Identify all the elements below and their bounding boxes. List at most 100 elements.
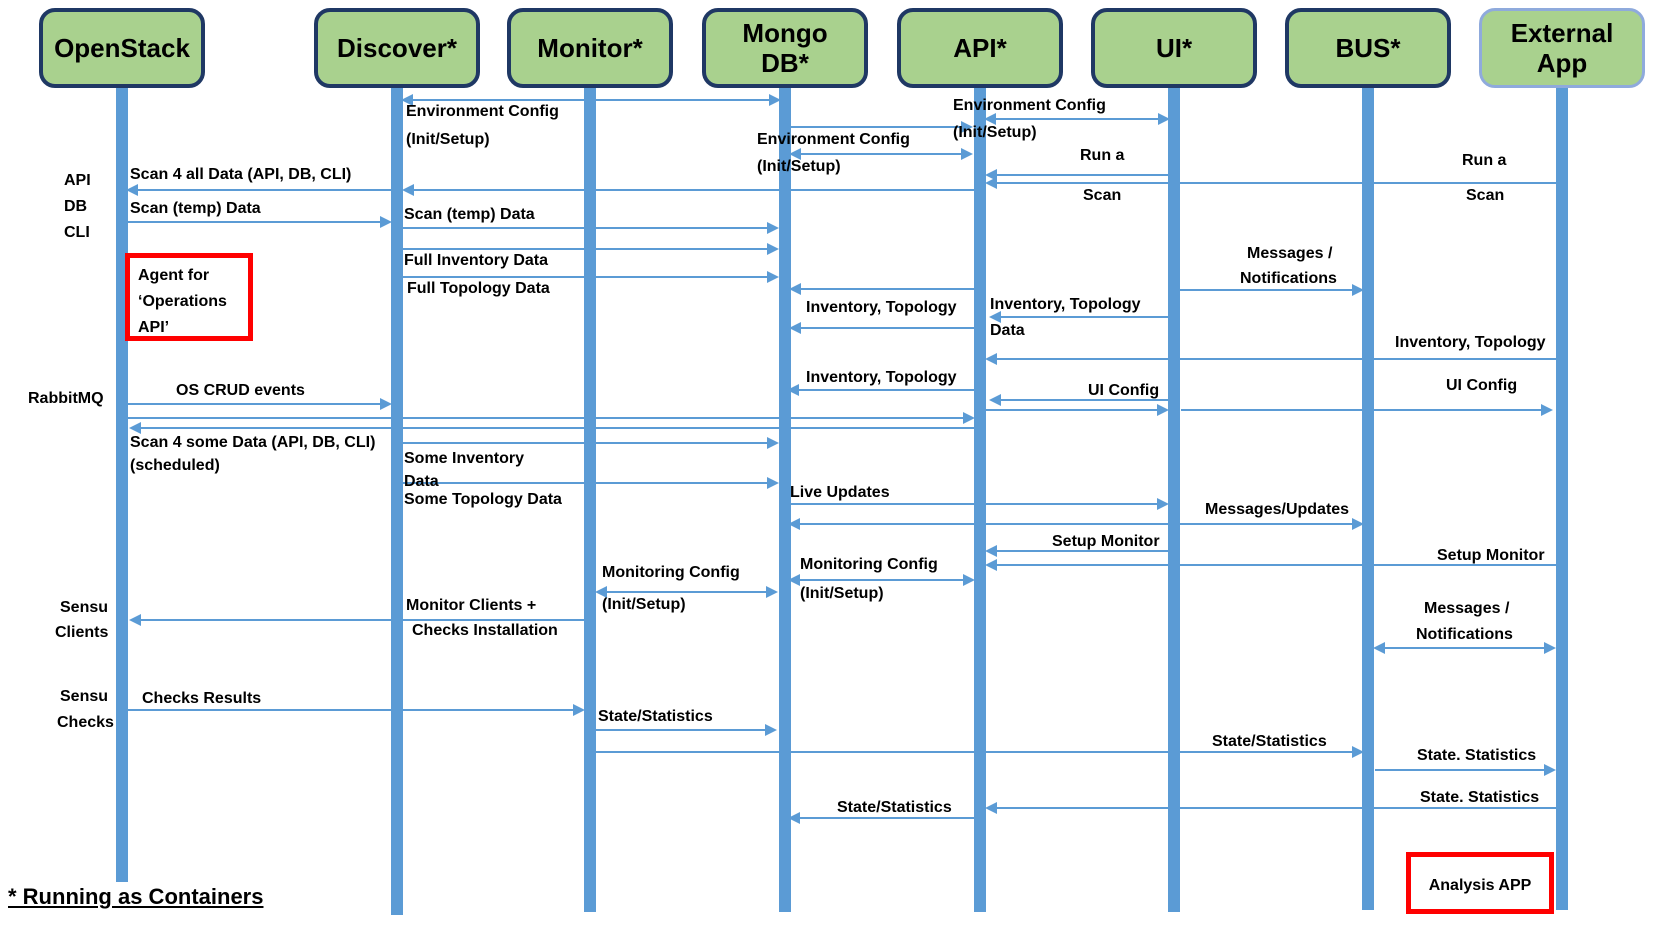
arrowhead-right — [380, 216, 392, 228]
arrowhead-right — [766, 586, 778, 598]
message-arrow — [986, 118, 1168, 120]
message-arrow — [125, 417, 973, 419]
message-label: Environment Config — [406, 103, 559, 120]
message-label: Monitoring Config — [602, 564, 740, 581]
message-label: (Init/Setup) — [406, 131, 490, 148]
message-arrow — [789, 389, 974, 391]
message-arrow — [790, 523, 1362, 525]
message-arrow — [596, 729, 775, 731]
message-label: Some Topology Data — [404, 491, 562, 508]
message-label: (Init/Setup) — [800, 585, 884, 602]
arrowhead-right — [1157, 498, 1169, 510]
arrowhead-left — [989, 311, 1001, 323]
message-label: DB — [64, 198, 88, 215]
message-label: State/Statistics — [598, 708, 713, 725]
message-label: Some Inventory — [404, 450, 525, 467]
message-label: (Init/Setup) — [757, 158, 841, 175]
message-label: Checks — [57, 714, 114, 731]
actor-monitor: Monitor* — [507, 8, 673, 88]
message-label: Messages/Updates — [1205, 501, 1350, 518]
arrowhead-right — [961, 121, 973, 133]
arrowhead-right — [767, 477, 779, 489]
arrowhead-right — [1352, 746, 1364, 758]
message-label: Inventory, Topology — [1395, 334, 1546, 351]
arrowhead-left — [788, 574, 800, 586]
actor-discover: Discover* — [314, 8, 480, 88]
message-label: Messages / — [1424, 600, 1510, 617]
message-label: Messages / — [1247, 245, 1333, 262]
message-arrow — [987, 807, 1556, 809]
message-arrow — [596, 751, 1362, 753]
message-label: Scan (temp) Data — [404, 206, 535, 223]
message-label: Live Updates — [790, 484, 890, 501]
arrowhead-left — [129, 422, 141, 434]
message-label: (Init/Setup) — [953, 124, 1037, 141]
lifeline-discover — [391, 86, 403, 915]
message-label: Clients — [55, 624, 109, 641]
message-arrow — [128, 709, 583, 711]
message-label: Setup Monitor — [1052, 533, 1160, 550]
lifeline-bus — [1362, 86, 1374, 910]
message-label: Full Topology Data — [407, 280, 550, 297]
arrowhead-right — [765, 724, 777, 736]
arrowhead-left — [989, 394, 1001, 406]
arrowhead-right — [769, 94, 781, 106]
arrowhead-right — [1352, 284, 1364, 296]
message-arrow — [404, 189, 974, 191]
actor-mongo-db: Mongo DB* — [702, 8, 868, 88]
message-label: Inventory, Topology — [806, 369, 957, 386]
message-arrow — [991, 399, 1168, 401]
arrowhead-left — [789, 283, 801, 295]
arrowhead-right — [963, 412, 975, 424]
message-arrow — [128, 189, 391, 191]
message-arrow — [791, 126, 971, 128]
arrowhead-left — [595, 586, 607, 598]
arrowhead-right — [767, 243, 779, 255]
message-label: Monitoring Config — [800, 556, 938, 573]
message-label: Environment Config — [757, 131, 910, 148]
message-label: Full Inventory Data — [404, 252, 549, 269]
lifeline-external-app — [1556, 86, 1568, 910]
message-arrow — [403, 276, 777, 278]
message-label: Notifications — [1416, 626, 1513, 643]
message-label: Data — [990, 322, 1025, 339]
actor-bus: BUS* — [1285, 8, 1451, 88]
arrowhead-left — [985, 559, 997, 571]
actor-external-app: External App — [1479, 8, 1645, 88]
actor-api: API* — [897, 8, 1063, 88]
message-arrow — [790, 817, 974, 819]
arrowhead-right — [767, 437, 779, 449]
message-label: Checks Installation — [412, 622, 558, 639]
message-arrow — [987, 358, 1556, 360]
red-box-analysis-app: Analysis APP — [1406, 852, 1554, 914]
message-label: Scan — [1466, 187, 1505, 204]
message-arrow — [403, 248, 777, 250]
message-arrow — [991, 316, 1168, 318]
message-label: State/Statistics — [837, 799, 952, 816]
actor-openstack: OpenStack — [39, 8, 205, 88]
message-label: Monitor Clients + — [406, 597, 537, 614]
message-arrow — [1375, 647, 1554, 649]
arrowhead-right — [1158, 113, 1170, 125]
lifeline-api — [974, 86, 986, 912]
message-arrow — [128, 403, 390, 405]
arrowhead-left — [1373, 642, 1385, 654]
message-label: Setup Monitor — [1437, 547, 1545, 564]
message-label: API — [64, 172, 91, 189]
arrowhead-left — [985, 545, 997, 557]
arrowhead-left — [129, 614, 141, 626]
arrowhead-right — [1544, 642, 1556, 654]
message-label: UI Config — [1446, 377, 1518, 394]
arrowhead-right — [380, 398, 392, 410]
arrowhead-right — [767, 222, 779, 234]
message-label: (scheduled) — [130, 457, 220, 474]
lifeline-openstack — [116, 86, 128, 882]
message-arrow — [987, 550, 1168, 552]
lifeline-mongo-db — [779, 86, 791, 912]
arrowhead-left — [401, 94, 413, 106]
message-label: Scan 4 some Data (API, DB, CLI) — [130, 434, 376, 451]
message-label: CLI — [64, 224, 90, 241]
message-arrow — [403, 99, 779, 101]
message-arrow — [987, 174, 1168, 176]
message-label: UI Config — [1088, 382, 1160, 399]
